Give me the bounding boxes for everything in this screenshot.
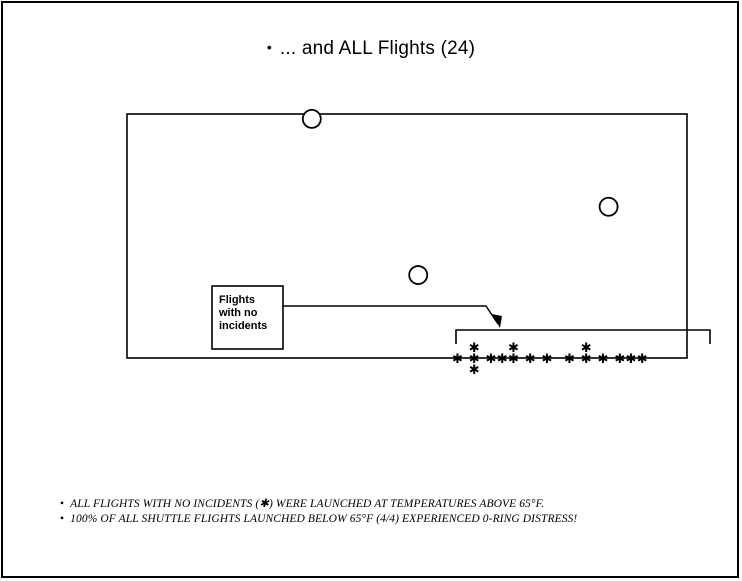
annotation-line: with no xyxy=(218,307,258,319)
plot-area-frame xyxy=(126,113,688,359)
footnote-bullet: • xyxy=(60,513,65,525)
data-point-asterisk: ✱ xyxy=(581,341,592,356)
data-point-asterisk: ✱ xyxy=(525,352,536,367)
data-point-asterisk: ✱ xyxy=(542,352,553,367)
data-point-asterisk: ✱ xyxy=(497,352,508,367)
data-point-asterisk: ✱ xyxy=(581,352,592,367)
no-incident-bracket xyxy=(455,329,711,344)
data-point-asterisk: ✱ xyxy=(486,352,497,367)
data-point-asterisk: ✱ xyxy=(452,352,463,367)
annotation-box xyxy=(211,285,284,350)
data-point-asterisk: ✱ xyxy=(614,352,625,367)
data-point-asterisk: ✱ xyxy=(598,352,609,367)
data-point-asterisk: ✱ xyxy=(508,341,519,356)
data-point-circle xyxy=(598,196,619,217)
annotation-arrow-line xyxy=(283,305,499,325)
asterisk-markers: ✱✱✱✱✱✱✱✱✱✱✱✱✱✱✱✱✱ xyxy=(452,341,648,378)
annotation-line: Flights xyxy=(219,294,255,306)
annotation-line: incidents xyxy=(219,320,267,332)
footnote-2: • 100% OF ALL SHUTTLE FLIGHTS LAUNCHED BE… xyxy=(60,512,740,527)
data-point-asterisk: ✱ xyxy=(469,363,480,378)
footnotes: • ALL FLIGHTS WITH NO INCIDENTS (✱) WERE … xyxy=(60,497,740,527)
data-point-asterisk: ✱ xyxy=(508,352,519,367)
title-text: ... and ALL Flights (24) xyxy=(279,38,476,59)
data-point-circle xyxy=(408,265,429,285)
data-point-circle xyxy=(301,108,322,129)
footnote-1: • ALL FLIGHTS WITH NO INCIDENTS (✱) WERE … xyxy=(60,497,740,512)
circle-markers xyxy=(301,108,619,285)
footnote-bullet: • xyxy=(60,498,65,510)
footnote-text: ALL FLIGHTS WITH NO INCIDENTS (✱) WERE L… xyxy=(70,498,545,510)
data-point-asterisk: ✱ xyxy=(626,352,637,367)
title-bullet: • xyxy=(266,39,272,55)
data-point-asterisk: ✱ xyxy=(637,352,648,367)
chart-title: • ... and ALL Flights (24) xyxy=(0,38,742,60)
data-point-asterisk: ✱ xyxy=(469,352,480,367)
footnote-text: 100% OF ALL SHUTTLE FLIGHTS LAUNCHED BEL… xyxy=(70,513,578,525)
annotation-arrow-head xyxy=(492,314,502,328)
data-point-asterisk: ✱ xyxy=(469,341,480,356)
data-point-asterisk: ✱ xyxy=(564,352,575,367)
